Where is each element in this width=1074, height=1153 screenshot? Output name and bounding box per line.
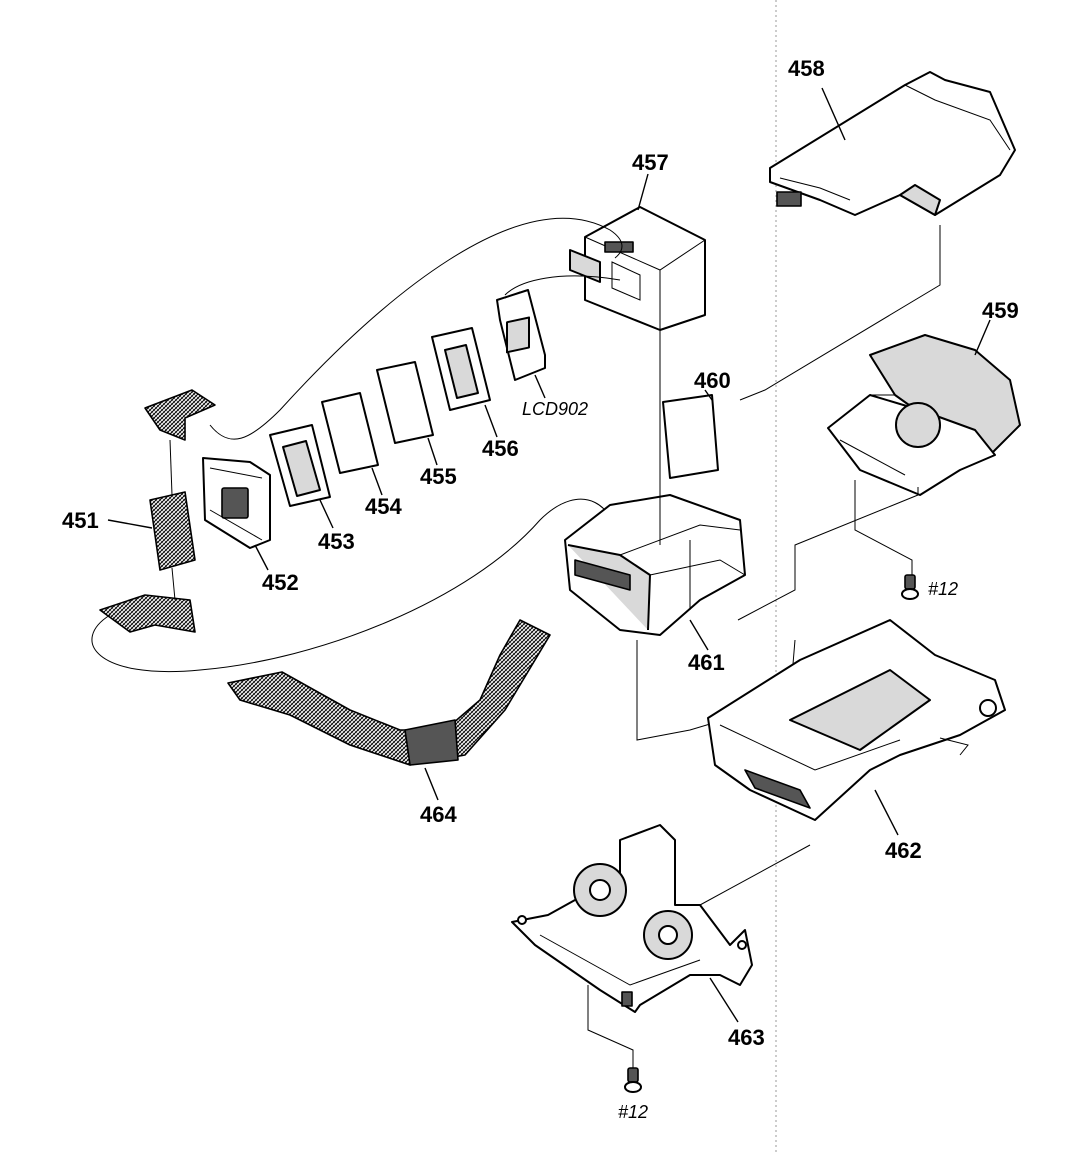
label-456: 456	[482, 436, 519, 461]
leader-462	[874, 789, 899, 836]
guide-459-screw	[854, 480, 913, 578]
part-464-connector	[404, 719, 459, 766]
part-461-housing	[564, 494, 746, 636]
label-463: 463	[728, 1025, 765, 1050]
part-459-eyepiece	[827, 334, 1021, 496]
cable-guide-lower	[91, 498, 621, 672]
label-452: 452	[262, 570, 299, 595]
label-screw-lower: #12	[618, 1102, 648, 1122]
label-455: 455	[420, 464, 457, 489]
leader-456	[484, 404, 498, 438]
leader-457	[637, 173, 649, 211]
label-453: 453	[318, 529, 355, 554]
label-458: 458	[788, 56, 825, 81]
leader-454	[371, 467, 383, 496]
leader-455	[427, 437, 438, 466]
guide-459-461	[737, 487, 919, 621]
part-464-flex-cable	[227, 619, 551, 766]
part-lcd902-panel	[496, 289, 546, 381]
leader-453	[319, 499, 334, 529]
guide-463-screw	[587, 985, 634, 1068]
cable-guide-upper	[209, 217, 623, 440]
leader-463	[709, 977, 739, 1023]
part-463-mechanism	[511, 824, 753, 1013]
label-lcd902: LCD902	[522, 399, 588, 419]
leader-452	[254, 544, 269, 571]
leader-lcd902	[534, 374, 546, 399]
label-459: 459	[982, 298, 1019, 323]
part-452-bracket	[202, 457, 271, 549]
label-454: 454	[365, 494, 402, 519]
part-456-frame	[431, 327, 491, 411]
leader-459	[974, 319, 991, 356]
label-460: 460	[694, 368, 731, 393]
leader-458	[821, 87, 846, 141]
guide-458-459	[739, 225, 941, 401]
screw-12-upper	[901, 574, 919, 600]
label-457: 457	[632, 150, 669, 175]
part-455-sheet	[376, 361, 434, 444]
label-462: 462	[885, 838, 922, 863]
leader-461	[689, 619, 709, 651]
guide-462-463	[699, 844, 811, 906]
label-464: 464	[420, 802, 457, 827]
part-460-sheet	[662, 394, 719, 479]
label-451: 451	[62, 508, 99, 533]
part-457-lcd-frame	[569, 206, 706, 331]
cable-guide-lcd	[504, 275, 621, 296]
label-screw-upper: #12	[928, 579, 958, 599]
part-462-chassis	[707, 619, 1006, 821]
leader-451	[107, 519, 153, 529]
label-461: 461	[688, 650, 725, 675]
leader-464	[424, 767, 439, 801]
part-453-frame	[269, 424, 331, 507]
screw-12-lower	[624, 1067, 642, 1093]
leader-460	[704, 389, 713, 401]
part-458-cover	[769, 71, 1016, 216]
part-451-backlight	[99, 389, 216, 633]
part-454-sheet	[321, 392, 379, 474]
